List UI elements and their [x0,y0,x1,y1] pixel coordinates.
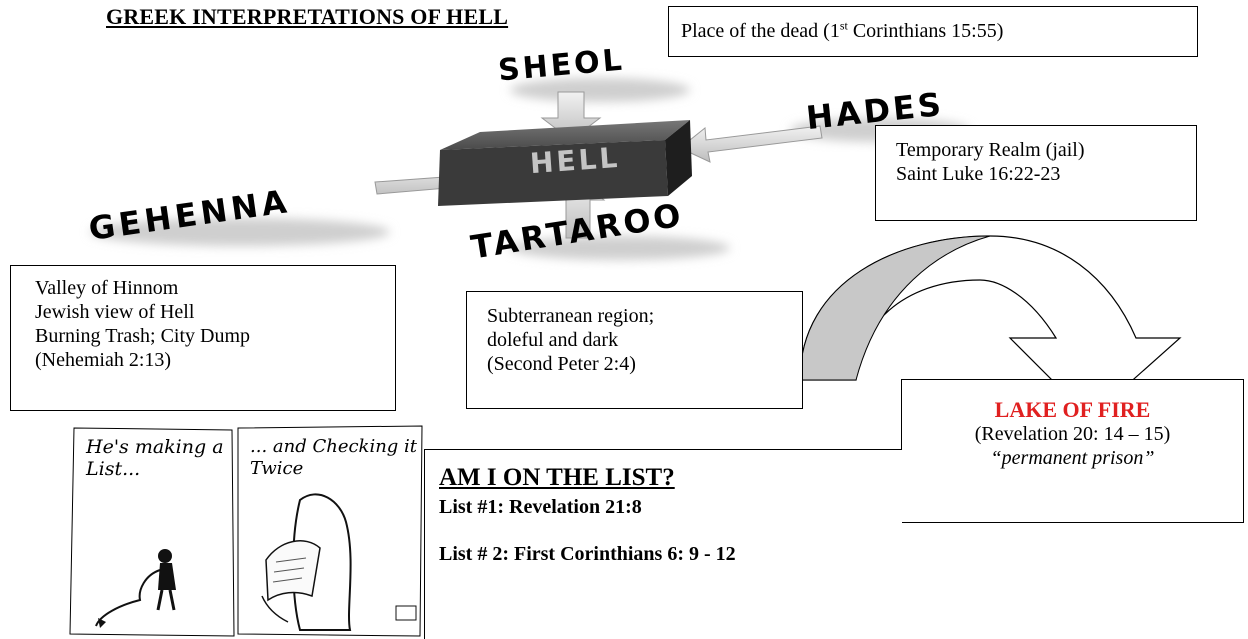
sheol-shadow [510,78,690,102]
tartaroo-line: (Second Peter 2:4) [487,353,636,375]
tartaroo-line: Subterranean region; [487,305,655,327]
curved-arrow [799,235,1182,419]
list-box: AM I ON THE LIST? List #1: Revelation 21… [424,449,902,639]
tartaroo-description-box: Subterranean region; doleful and dark (S… [466,291,803,409]
hades-arrow [679,125,823,163]
sheol-description-suffix: Corinthians 15:55) [847,20,1004,42]
gehenna-line: Valley of Hinnom [35,277,179,299]
hades-line: Temporary Realm (jail) [896,139,1085,161]
list-title: AM I ON THE LIST? [439,464,675,491]
santa-reading-list-icon [261,493,417,631]
gehenna-line: Jewish view of Hell [35,301,195,323]
tartaroo-shadow [510,236,730,260]
lake-of-fire-reference: (Revelation 20: 14 – 15) [974,423,1171,445]
lake-of-fire-note: “permanent prison” [990,447,1155,469]
hell-label: HELL [528,140,622,181]
hades-line: Saint Luke 16:22-23 [896,163,1061,185]
lake-of-fire-box: LAKE OF FIRE (Revelation 20: 14 – 15) “p… [901,379,1244,523]
list-item-1: List #1: Revelation 21:8 [439,496,642,518]
gehenna-description-box: Valley of Hinnom Jewish view of Hell Bur… [10,265,396,411]
hell-block [438,120,692,206]
sheol-description-sup: st [839,18,848,33]
gehenna-shadow [90,218,390,246]
cartoon-left-caption: He's making a List... [86,436,224,480]
cartoon-left-panel [69,427,235,637]
tartaroo-line: doleful and dark [487,329,619,351]
list-item-2: List # 2: First Corinthians 6: 9 - 12 [439,543,736,565]
gehenna-line: (Nehemiah 2:13) [35,349,172,371]
santa-figure-icon [95,549,176,628]
sheol-description-box: Place of the dead (1st Corinthians 15:55… [668,6,1198,57]
hades-description-box: Temporary Realm (jail) Saint Luke 16:22-… [875,125,1197,221]
gehenna-line: Burning Trash; City Dump [35,325,251,347]
sheol-description-text: Place of the dead (1 [681,20,840,42]
cartoon-right-panel [237,425,423,637]
cartoon-right-caption: ... and Checking it Twice [250,436,418,479]
lake-of-fire-title: LAKE OF FIRE [994,397,1151,422]
page-title: GREEK INTERPRETATIONS OF HELL [106,4,509,29]
